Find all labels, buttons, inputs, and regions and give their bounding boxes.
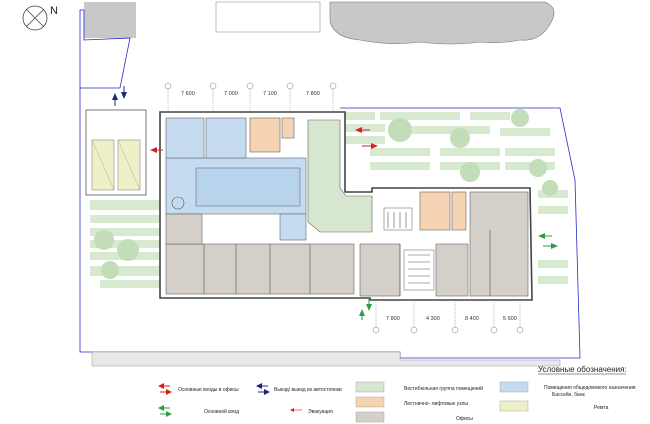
legend-public-label-2: Бассейн, банк bbox=[552, 391, 585, 398]
legend-office-entrance-label: Основные входы в офисы bbox=[178, 387, 239, 393]
legend-main-entrance-icon bbox=[158, 405, 172, 417]
offices-left-upper bbox=[165, 213, 203, 245]
stairs-core-4 bbox=[451, 191, 467, 231]
legend-vestibule-label: Вестибюльная группа помещений bbox=[404, 385, 483, 392]
landscape-right bbox=[538, 180, 568, 284]
legend-repair-swatch bbox=[499, 400, 529, 412]
north-label: N bbox=[50, 5, 58, 17]
legend-parking-exit-icon bbox=[256, 383, 270, 395]
landscape-left bbox=[90, 200, 160, 288]
legend-stairs-label: Лестнично- лифтовые узлы bbox=[404, 401, 468, 407]
dim-top-4: 7 800 bbox=[306, 91, 320, 97]
grid-markers-bottom bbox=[372, 300, 524, 334]
legend-stairs-swatch bbox=[355, 396, 385, 408]
offices-mid bbox=[359, 243, 401, 297]
dim-bottom-2: 4 300 bbox=[426, 316, 440, 322]
main-entrance-arrow-icon-1 bbox=[538, 233, 558, 249]
vestibule-area bbox=[307, 119, 373, 233]
neighbor-building-outline bbox=[215, 1, 321, 33]
north-arrow-icon bbox=[22, 5, 48, 31]
dim-top-3: 7 100 bbox=[263, 91, 277, 97]
dim-bottom-1: 7 800 bbox=[386, 316, 400, 322]
stairs-core-2 bbox=[281, 117, 295, 139]
legend-public-swatch bbox=[499, 381, 529, 393]
neighbor-building-gray bbox=[84, 2, 136, 38]
legend-parking-exit-label: Выезд/ выезд из автостоянки bbox=[274, 387, 342, 393]
stairs-core-1 bbox=[249, 117, 281, 153]
dim-bottom-4: 5 600 bbox=[503, 316, 517, 322]
legend-evacuation-label: Эвакуация bbox=[308, 409, 333, 415]
neighbor-building-rounded bbox=[329, 1, 555, 45]
dim-bottom-3: 8 400 bbox=[465, 316, 479, 322]
public-room-3 bbox=[279, 213, 307, 241]
legend-title: Условные обозначения: bbox=[538, 365, 627, 374]
public-room-2 bbox=[205, 117, 247, 159]
legend-vestibule-swatch bbox=[355, 381, 385, 393]
office-entrance-arrow-icon-2 bbox=[355, 127, 378, 149]
pool-water bbox=[195, 167, 301, 207]
offices-right bbox=[469, 191, 529, 297]
main-entrance-arrow-icon-2 bbox=[359, 298, 372, 320]
interior-walls bbox=[203, 207, 491, 296]
stairs-core-3 bbox=[419, 191, 451, 231]
legend-offices-swatch bbox=[355, 411, 385, 423]
sidewalk-strip bbox=[91, 351, 561, 367]
legend-public-label-1: Помещения общедомового назначения bbox=[544, 385, 636, 391]
legend-main-entrance-label: Основной вход bbox=[204, 408, 239, 415]
offices-left bbox=[165, 243, 355, 295]
dim-top-1: 7 600 bbox=[181, 91, 195, 97]
public-room-1 bbox=[165, 117, 205, 159]
dim-top-2: 7 000 bbox=[224, 91, 238, 97]
landscape-top-right bbox=[345, 109, 555, 182]
parking-exit-arrow-icon bbox=[112, 86, 127, 106]
legend-evacuation-icon bbox=[290, 408, 302, 412]
legend-offices-label: Офисы bbox=[456, 416, 473, 422]
legend-office-entrance-icon bbox=[158, 383, 172, 395]
legend-repair-label: Ремта bbox=[594, 405, 609, 411]
office-entrance-arrow-icon-1 bbox=[150, 147, 163, 153]
offices-mid-2 bbox=[435, 243, 469, 297]
grid-markers-top bbox=[164, 82, 337, 112]
